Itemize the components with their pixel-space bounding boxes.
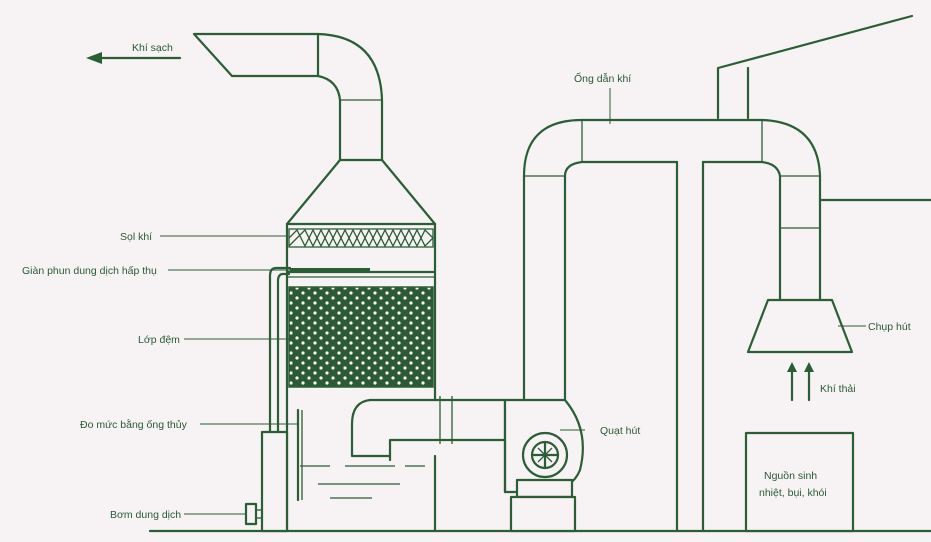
level-gauge bbox=[296, 408, 303, 502]
label-khi-sach: Khí sạch bbox=[132, 42, 173, 54]
main-duct bbox=[522, 118, 822, 533]
label-khi-thai: Khí thải bbox=[820, 383, 856, 395]
mist-eliminator bbox=[288, 228, 434, 248]
label-do-muc: Đo mức bằng ống thủy bbox=[80, 418, 188, 431]
liquid-level bbox=[300, 465, 425, 499]
packing-bed bbox=[288, 286, 434, 388]
label-nguon-line2: nhiệt, bụi, khói bbox=[759, 487, 827, 499]
fan-blower bbox=[503, 398, 584, 533]
label-bom: Bơm dung dịch bbox=[110, 509, 181, 521]
building-outline bbox=[716, 14, 931, 202]
label-chup-hut: Chụp hút bbox=[868, 321, 911, 333]
suction-hood bbox=[746, 298, 854, 354]
label-nguon-line1: Nguồn sinh bbox=[764, 470, 817, 482]
emission-source-box bbox=[744, 431, 855, 533]
exhaust-stack bbox=[192, 32, 437, 226]
clean-air-arrow bbox=[86, 52, 182, 64]
exhaust-gas-arrows bbox=[787, 362, 814, 402]
label-quat-hut: Quạt hút bbox=[600, 425, 640, 437]
blower-inlet-duct bbox=[350, 396, 507, 462]
spray-header bbox=[285, 268, 437, 278]
label-soi-khi: Sọl khí bbox=[120, 231, 152, 243]
label-lop-dem: Lớp đệm bbox=[138, 334, 180, 346]
leader-lines bbox=[160, 88, 866, 515]
label-gian-phun: Giàn phun dung dịch hấp thụ bbox=[22, 265, 157, 277]
pump bbox=[244, 502, 262, 526]
recirculation-pipe bbox=[260, 266, 292, 533]
label-ong-dan-khi: Ống dẫn khí bbox=[574, 71, 631, 85]
